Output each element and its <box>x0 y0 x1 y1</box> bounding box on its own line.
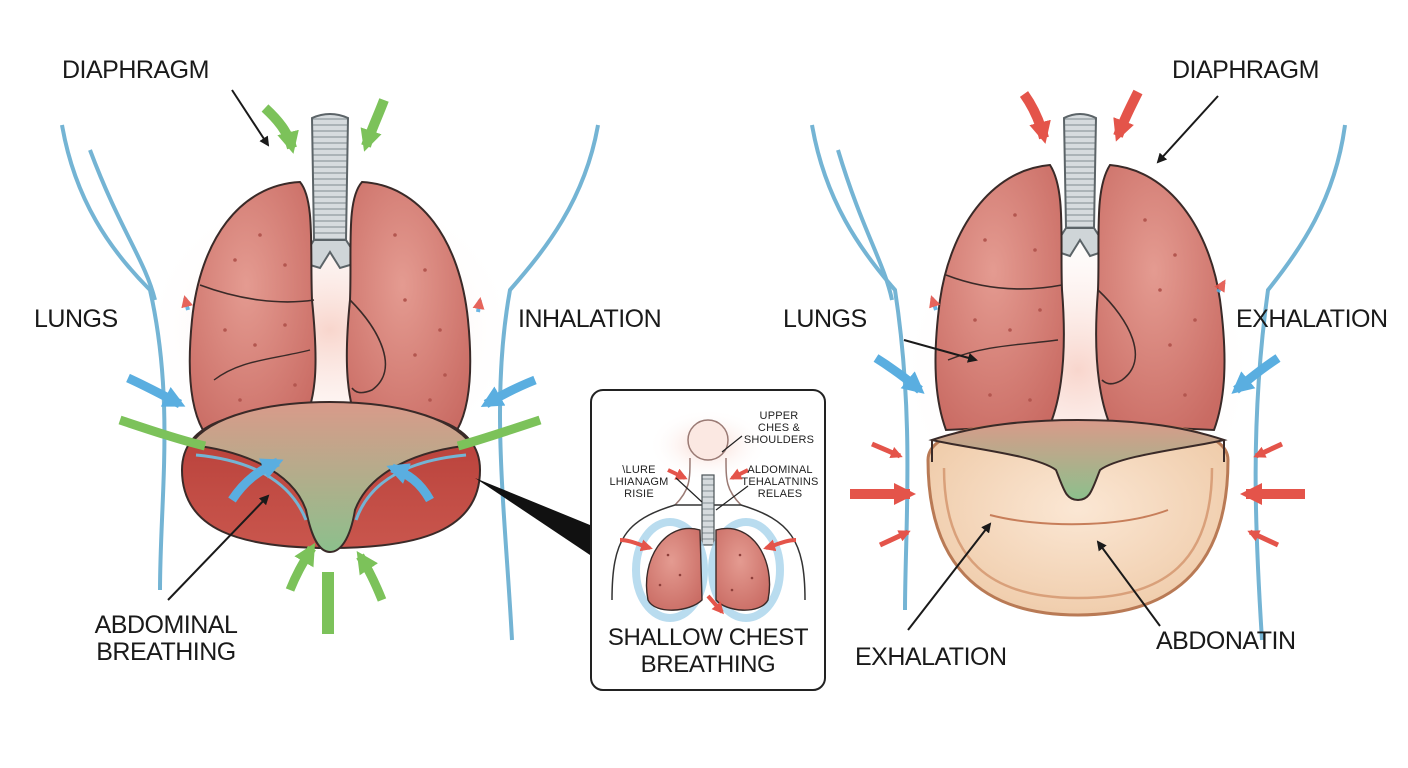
inset-title: SHALLOW CHEST BREATHING <box>598 624 818 679</box>
abdominal-line-1: ABDOMINAL <box>94 611 238 639</box>
inset-left-line-3: RISIE <box>624 488 654 501</box>
inset-abdominal-label: ALDOMINAL TEHALATNINS RELAES <box>738 464 822 500</box>
left-panel-illustration <box>60 89 600 641</box>
inset-diaphragm-label: \LURE LHIANAGM RISIE <box>607 464 671 500</box>
shallow-breathing-inset <box>590 389 826 691</box>
inhalation-label: INHALATION <box>518 305 662 333</box>
inset-left-line-1: \LURE <box>622 464 656 476</box>
right-diaphragm-label: DIAPHRAGM <box>1172 56 1319 84</box>
inset-upper-line-1: UPPER <box>759 410 799 422</box>
inset-upper-chest-label: UPPER CHES & SHOULDERS <box>743 410 815 446</box>
abdomen-label: ABDONATIN <box>1156 627 1296 655</box>
inset-upper-line-2: CHES & <box>757 422 801 435</box>
inset-upper-line-3: SHOULDERS <box>743 434 815 447</box>
left-lungs-label: LUNGS <box>34 305 118 333</box>
inset-title-line-2: BREATHING <box>640 650 776 678</box>
inset-right-line-2: TEHALATNINS <box>741 476 819 489</box>
right-panel-illustration <box>810 89 1347 641</box>
abdominal-breathing-label: ABDOMINAL BREATHING <box>90 612 242 666</box>
exhalation-label-bottom: EXHALATION <box>855 643 1007 671</box>
right-lungs-label: LUNGS <box>783 305 867 333</box>
abdominal-line-2: BREATHING <box>96 638 236 666</box>
exhalation-label-top: EXHALATION <box>1236 305 1388 333</box>
inset-right-line-3: RELAES <box>757 488 803 501</box>
left-diaphragm-label: DIAPHRAGM <box>62 56 209 84</box>
inset-left-line-2: LHIANAGM <box>609 476 669 489</box>
inset-right-line-1: ALDOMINAL <box>747 464 813 476</box>
inset-title-line-1: SHALLOW CHEST <box>607 624 809 651</box>
